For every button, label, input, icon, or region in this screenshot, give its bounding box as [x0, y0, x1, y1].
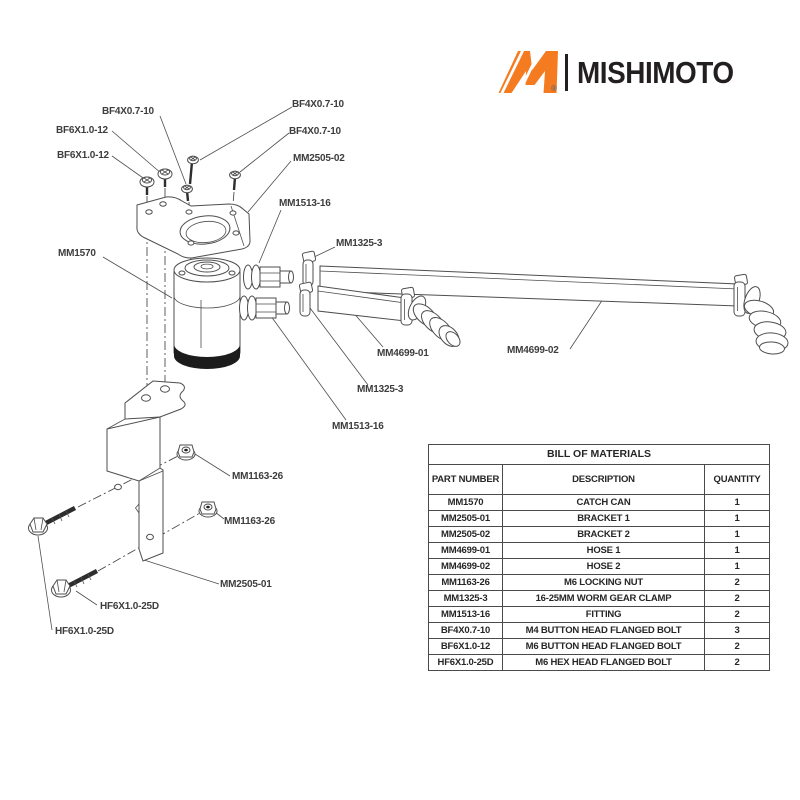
bom-part: MM1325-3: [428, 590, 503, 607]
bom-part: MM1570: [428, 494, 503, 511]
locking-nuts: [176, 444, 218, 518]
part-label-bf6x10-12-lower: BF6X1.0-12: [57, 150, 109, 161]
hose-2: [319, 265, 789, 355]
bom-title: BILL OF MATERIALS: [428, 444, 770, 465]
bom-col-description: DESCRIPTION: [502, 464, 705, 495]
part-label-mm2505-02: MM2505-02: [293, 153, 345, 164]
bom-col-quantity: QUANTITY: [704, 464, 770, 495]
bom-row: MM1513-16 FITTING 2: [428, 606, 770, 623]
bom-part: MM2505-01: [428, 510, 503, 527]
button-head-bolts: [139, 155, 241, 202]
bom-description: 16-25MM WORM GEAR CLAMP: [502, 590, 705, 607]
bom-qty: 3: [704, 622, 770, 639]
bom-qty: 1: [704, 542, 770, 559]
bom-description: HOSE 2: [502, 558, 705, 575]
part-label-mm1513-16-upper: MM1513-16: [279, 198, 331, 209]
leader-lines: [37, 106, 608, 631]
bom-row: HF6X1.0-25D M6 HEX HEAD FLANGED BOLT 2: [428, 654, 770, 671]
bom-description: HOSE 1: [502, 542, 705, 559]
bom-part: MM4699-02: [428, 558, 503, 575]
bom-part: MM1513-16: [428, 606, 503, 623]
bom-table: BILL OF MATERIALS PART NUMBER DESCRIPTIO…: [428, 444, 770, 671]
bom-description: FITTING: [502, 606, 705, 623]
bom-qty: 1: [704, 494, 770, 511]
part-label-mm1325-3-lower: MM1325-3: [357, 384, 404, 395]
part-label-hf6x10-25d-upper: HF6X1.0-25D: [100, 601, 159, 612]
bom-qty: 1: [704, 510, 770, 527]
bom-part: MM4699-01: [428, 542, 503, 559]
bom-row: MM2505-01 BRACKET 1 1: [428, 510, 770, 527]
fittings: [239, 264, 294, 321]
mishimoto-m-icon: ®: [497, 48, 563, 96]
bom-part: HF6X1.0-25D: [428, 654, 503, 671]
bom-description: CATCH CAN: [502, 494, 705, 511]
bracket2-plate: [136, 196, 251, 259]
bom-col-part-number: PART NUMBER: [428, 464, 503, 495]
bom-row: MM1163-26 M6 LOCKING NUT 2: [428, 574, 770, 591]
hex-bolts: [28, 506, 99, 598]
catch-can: [173, 257, 241, 369]
bom-row: MM1570 CATCH CAN 1: [428, 494, 770, 511]
part-label-mm1163-26-upper: MM1163-26: [232, 471, 284, 482]
part-label-bf4x07-10-top-right: BF4X0.7-10: [292, 99, 344, 110]
bom-row: MM2505-02 BRACKET 2 1: [428, 526, 770, 543]
bom-part: BF4X0.7-10: [428, 622, 503, 639]
brand-wordmark: MISHIMOTO: [577, 54, 734, 90]
bom-qty: 2: [704, 654, 770, 671]
bom-description: M6 LOCKING NUT: [502, 574, 705, 591]
bom-description: M4 BUTTON HEAD FLANGED BOLT: [502, 622, 705, 639]
bom-row: MM1325-3 16-25MM WORM GEAR CLAMP 2: [428, 590, 770, 607]
bom-description: BRACKET 1: [502, 510, 705, 527]
part-label-mm1570: MM1570: [58, 248, 96, 259]
part-label-hf6x10-25d-lower: HF6X1.0-25D: [55, 626, 114, 637]
worm-gear-clamps: [298, 250, 317, 317]
bom-description: M6 HEX HEAD FLANGED BOLT: [502, 654, 705, 671]
bom-part: MM1163-26: [428, 574, 503, 591]
bom-row: BF4X0.7-10 M4 BUTTON HEAD FLANGED BOLT 3: [428, 622, 770, 639]
bom-part: BF6X1.0-12: [428, 638, 503, 655]
bom-part: MM2505-02: [428, 526, 503, 543]
bom-qty: 1: [704, 526, 770, 543]
bom-qty: 2: [704, 606, 770, 623]
part-label-mm1163-26-lower: MM1163-26: [224, 516, 276, 527]
part-label-mm1325-3-upper: MM1325-3: [336, 238, 383, 249]
part-label-mm2505-01: MM2505-01: [220, 579, 272, 590]
hose-1: [317, 285, 461, 347]
part-label-bf6x10-12-upper: BF6X1.0-12: [56, 125, 108, 136]
bom-description: BRACKET 2: [502, 526, 705, 543]
part-label-mm1513-16-lower: MM1513-16: [332, 421, 384, 432]
bom-qty: 1: [704, 558, 770, 575]
bom-row: MM4699-02 HOSE 2 1: [428, 558, 770, 575]
brand-logo: ® MISHIMOTO: [497, 47, 762, 97]
part-label-mm4699-02: MM4699-02: [507, 345, 559, 356]
bom-description: M6 BUTTON HEAD FLANGED BOLT: [502, 638, 705, 655]
bom-row: BF6X1.0-12 M6 BUTTON HEAD FLANGED BOLT 2: [428, 638, 770, 655]
bracket1: [106, 380, 186, 562]
logo-divider: [565, 53, 568, 91]
part-label-bf4x07-10-top-left: BF4X0.7-10: [102, 106, 154, 117]
bom-qty: 2: [704, 638, 770, 655]
bom-row: MM4699-01 HOSE 1 1: [428, 542, 770, 559]
bom-qty: 2: [704, 574, 770, 591]
bom-qty: 2: [704, 590, 770, 607]
part-label-bf4x07-10-right: BF4X0.7-10: [289, 126, 341, 137]
registered-trademark: ®: [551, 84, 557, 93]
part-label-mm4699-01: MM4699-01: [377, 348, 429, 359]
